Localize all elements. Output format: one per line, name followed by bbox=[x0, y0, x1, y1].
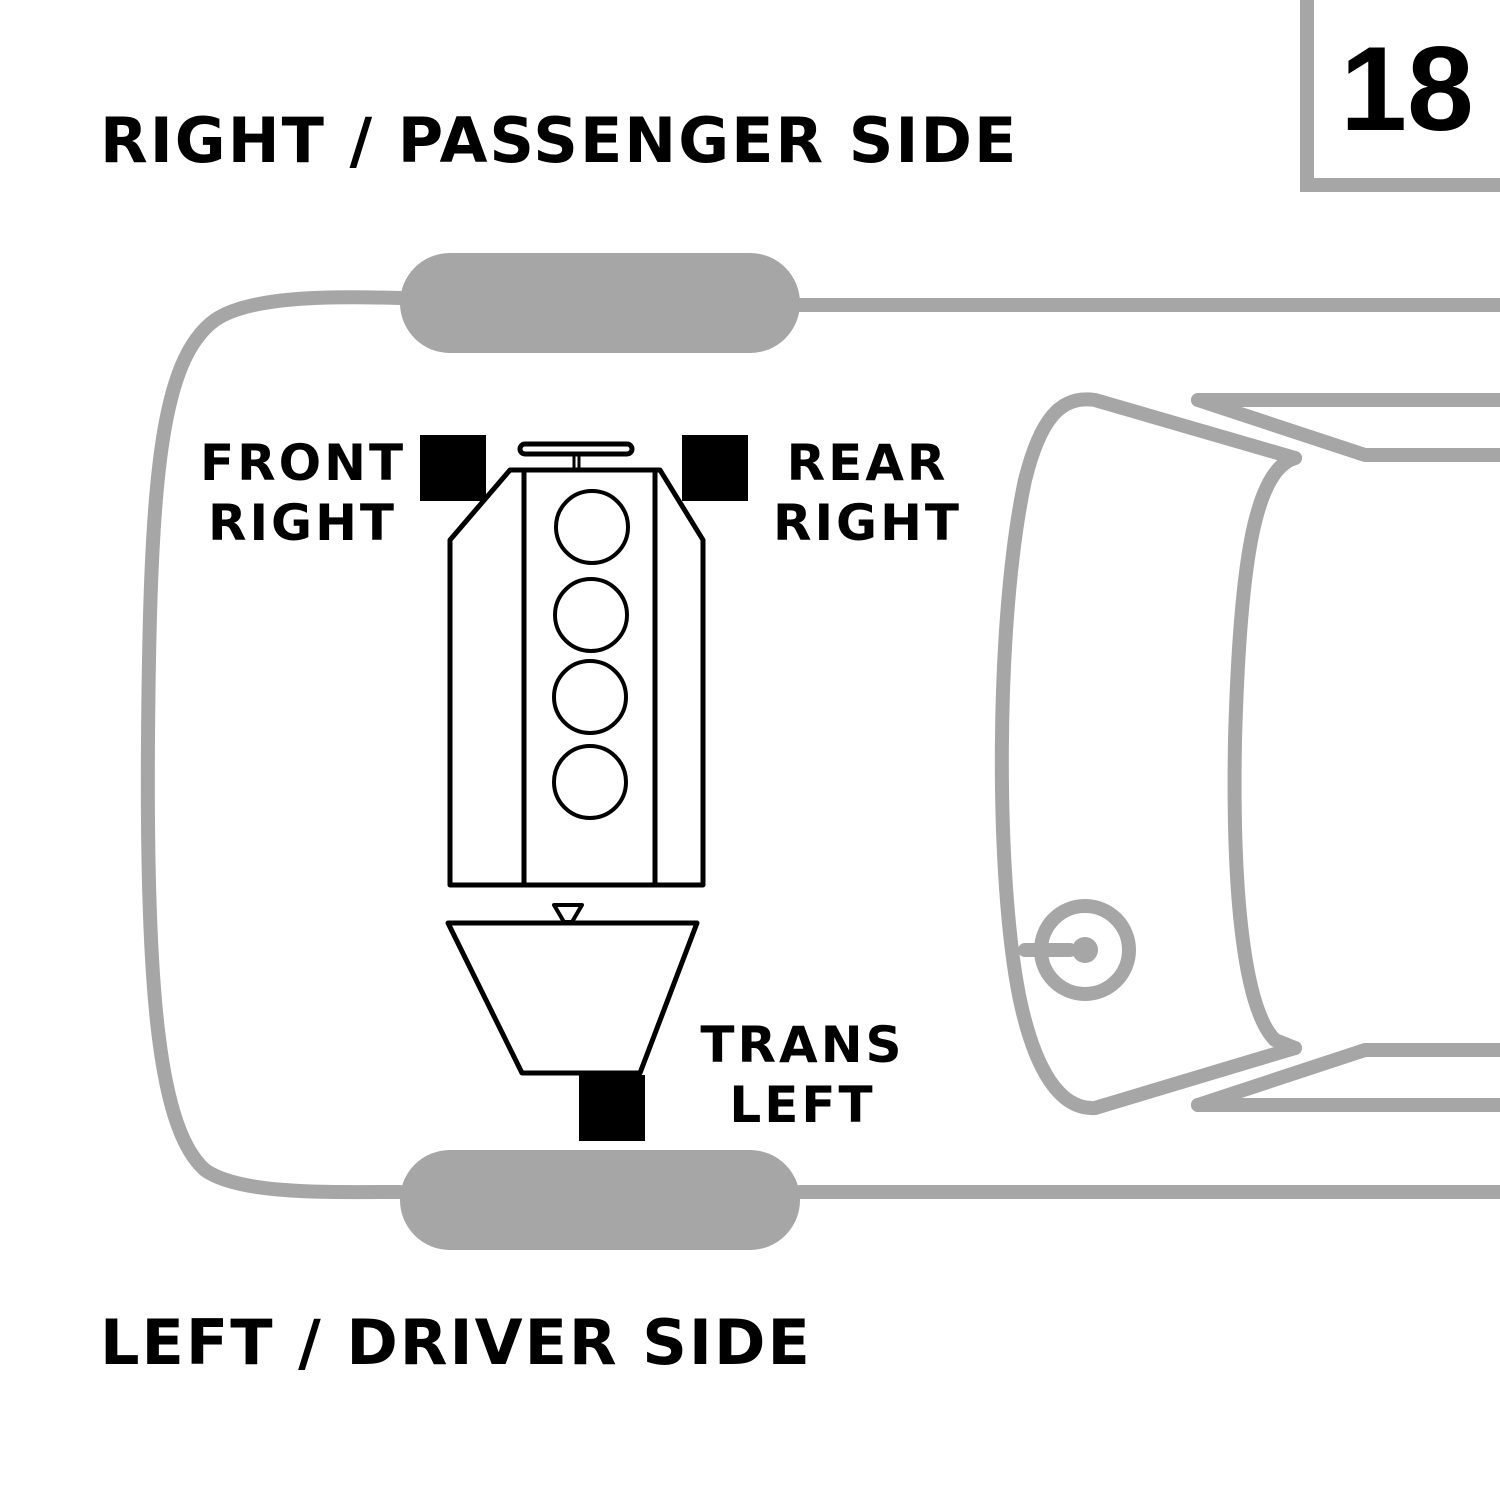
tire-front-left bbox=[400, 1150, 800, 1250]
tire-front-right bbox=[400, 253, 800, 353]
mount-label-line1: REAR bbox=[786, 434, 949, 492]
diagram-number-box: 18 bbox=[1300, 0, 1500, 192]
cylinder-3 bbox=[552, 659, 628, 735]
engine-cylinders bbox=[552, 489, 630, 820]
mount-trans-left-marker bbox=[579, 1075, 645, 1141]
mount-label-trans-left: TRANS LEFT bbox=[700, 1015, 905, 1135]
mount-label-line2: RIGHT bbox=[772, 494, 963, 552]
top-side-label: RIGHT / PASSENGER SIDE bbox=[100, 104, 1019, 177]
diagram-number: 18 bbox=[1340, 22, 1474, 156]
mount-label-line1: TRANS bbox=[700, 1016, 905, 1074]
transmission bbox=[445, 903, 700, 1076]
mount-front-right-marker bbox=[420, 435, 486, 501]
cylinder-1 bbox=[554, 489, 630, 565]
mount-label-line2: LEFT bbox=[729, 1076, 876, 1134]
mount-label-line2: RIGHT bbox=[207, 494, 398, 552]
bottom-side-label: LEFT / DRIVER SIDE bbox=[100, 1306, 812, 1379]
mount-label-line1: FRONT bbox=[200, 434, 407, 492]
cylinder-4 bbox=[552, 744, 628, 820]
mount-label-rear-right: REAR RIGHT bbox=[770, 433, 965, 553]
cabin-outline bbox=[994, 392, 1500, 1116]
mount-label-front-right: FRONT RIGHT bbox=[200, 433, 405, 553]
mount-rear-right-marker bbox=[682, 435, 748, 501]
cylinder-2 bbox=[553, 577, 629, 653]
vehicle-body-outline bbox=[140, 290, 1500, 1200]
handbrake-knob bbox=[1072, 937, 1098, 963]
